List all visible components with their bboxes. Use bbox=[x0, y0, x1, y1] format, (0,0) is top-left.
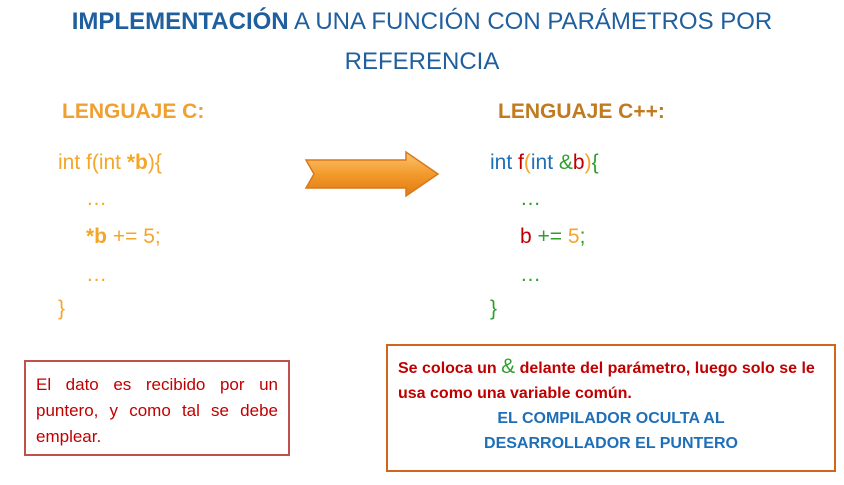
cpp-var: b bbox=[520, 225, 538, 248]
cpp-int2: int bbox=[530, 151, 559, 174]
c-code-line-1: int f(int *b){ bbox=[58, 152, 162, 173]
c-code-dots-1: … bbox=[86, 187, 107, 210]
note-ref-part2: delante del parámetro, luego solo se le … bbox=[398, 360, 815, 402]
c-code-dots-2: … bbox=[86, 263, 107, 286]
cpp-code-dots-1: … bbox=[520, 187, 541, 210]
note-pointer-box: El dato es recibido por un puntero, y co… bbox=[24, 360, 290, 456]
cpp-b: b bbox=[572, 151, 585, 174]
note-compiler-line1: EL COMPILADOR OCULTA AL bbox=[497, 410, 725, 427]
cpp-paren: ( bbox=[523, 151, 531, 174]
cpp-fname: f bbox=[518, 151, 524, 174]
header-cpp: LENGUAJE C++: bbox=[498, 100, 665, 123]
cpp-num: 5 bbox=[567, 225, 580, 248]
note-reference-text: Se coloca un & delante del parámetro, lu… bbox=[398, 354, 824, 406]
c-code-line-3: *b += 5; bbox=[86, 226, 161, 247]
note-reference-box: Se coloca un & delante del parámetro, lu… bbox=[386, 344, 836, 472]
title-bold: IMPLEMENTACIÓN bbox=[71, 8, 289, 35]
c-assign: += 5; bbox=[107, 225, 161, 248]
c-sig-end: ){ bbox=[147, 151, 162, 174]
cpp-op: += bbox=[537, 225, 563, 248]
cpp-brace: { bbox=[591, 151, 599, 174]
cpp-paren-close: ) bbox=[584, 151, 592, 174]
right-arrow-icon bbox=[304, 150, 440, 198]
cpp-code-dots-2: … bbox=[520, 263, 541, 286]
cpp-int: int bbox=[490, 151, 519, 174]
note-ref-part1: Se coloca un bbox=[398, 360, 502, 377]
cpp-semi: ; bbox=[579, 225, 586, 248]
cpp-code-line-1: int f(int &b){ bbox=[490, 152, 599, 173]
slide-title-line2: REFERENCIA bbox=[344, 48, 500, 75]
c-deref: *b bbox=[86, 225, 107, 248]
note-ref-amp: & bbox=[501, 355, 516, 378]
title-rest: A UNA FUNCIÓN CON PARÁMETROS POR bbox=[288, 8, 773, 35]
header-c: LENGUAJE C: bbox=[62, 100, 205, 123]
cpp-code-close: } bbox=[490, 297, 498, 320]
c-code-close: } bbox=[58, 297, 66, 320]
note-pointer-text: El dato es recibido por un puntero, y co… bbox=[36, 375, 278, 446]
cpp-amp: & bbox=[558, 151, 573, 174]
cpp-code-line-3: b += 5; bbox=[520, 226, 585, 247]
slide-title: IMPLEMENTACIÓN A UNA FUNCIÓN CON PARÁMET… bbox=[0, 8, 844, 36]
c-param: *b bbox=[126, 151, 148, 174]
c-sig: int f(int bbox=[58, 151, 127, 174]
note-compiler-line2: DESARROLLADOR EL PUNTERO bbox=[484, 435, 738, 452]
